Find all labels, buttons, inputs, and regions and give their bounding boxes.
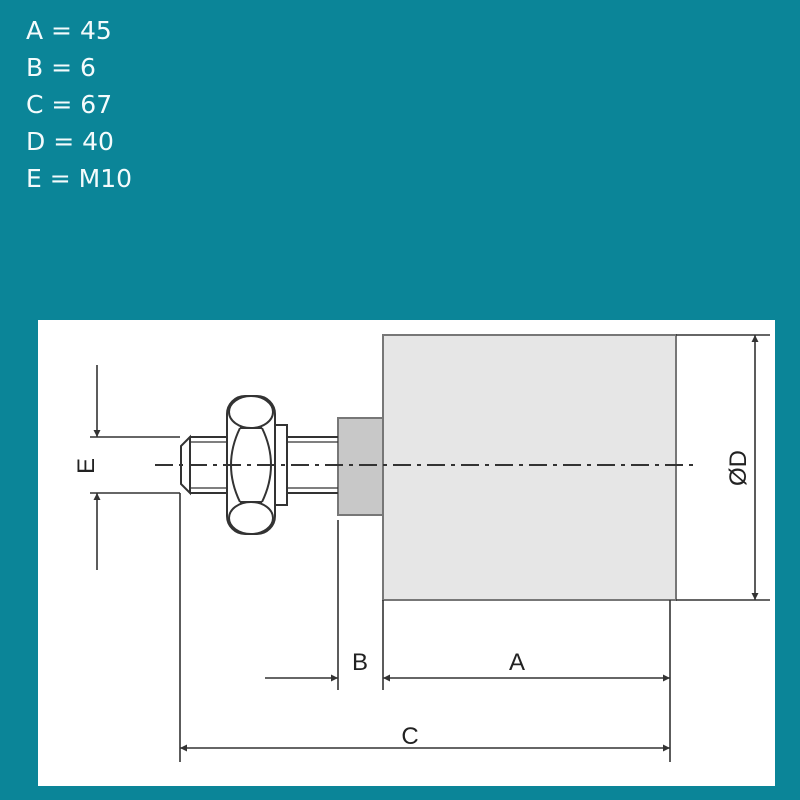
spec-a: A = 45: [26, 16, 112, 45]
label-c: C: [401, 723, 418, 750]
spec-c: C = 67: [26, 90, 113, 119]
label-d: ØD: [725, 450, 752, 486]
spec-list: A = 45 B = 6 C = 67 D = 40 E = M10: [26, 12, 132, 197]
spec-d: D = 40: [26, 127, 114, 156]
label-b: B: [352, 649, 368, 676]
cylinder-body: [382, 334, 677, 601]
dimension-a-b: [265, 520, 671, 690]
dimension-c: [179, 493, 671, 762]
label-a: A: [509, 649, 525, 676]
label-e: E: [73, 458, 100, 474]
dimension-e: [90, 365, 180, 570]
spec-e: E = M10: [26, 164, 133, 193]
dimension-d: [676, 334, 770, 601]
collar: [337, 417, 384, 516]
spec-b: B = 6: [26, 53, 96, 82]
